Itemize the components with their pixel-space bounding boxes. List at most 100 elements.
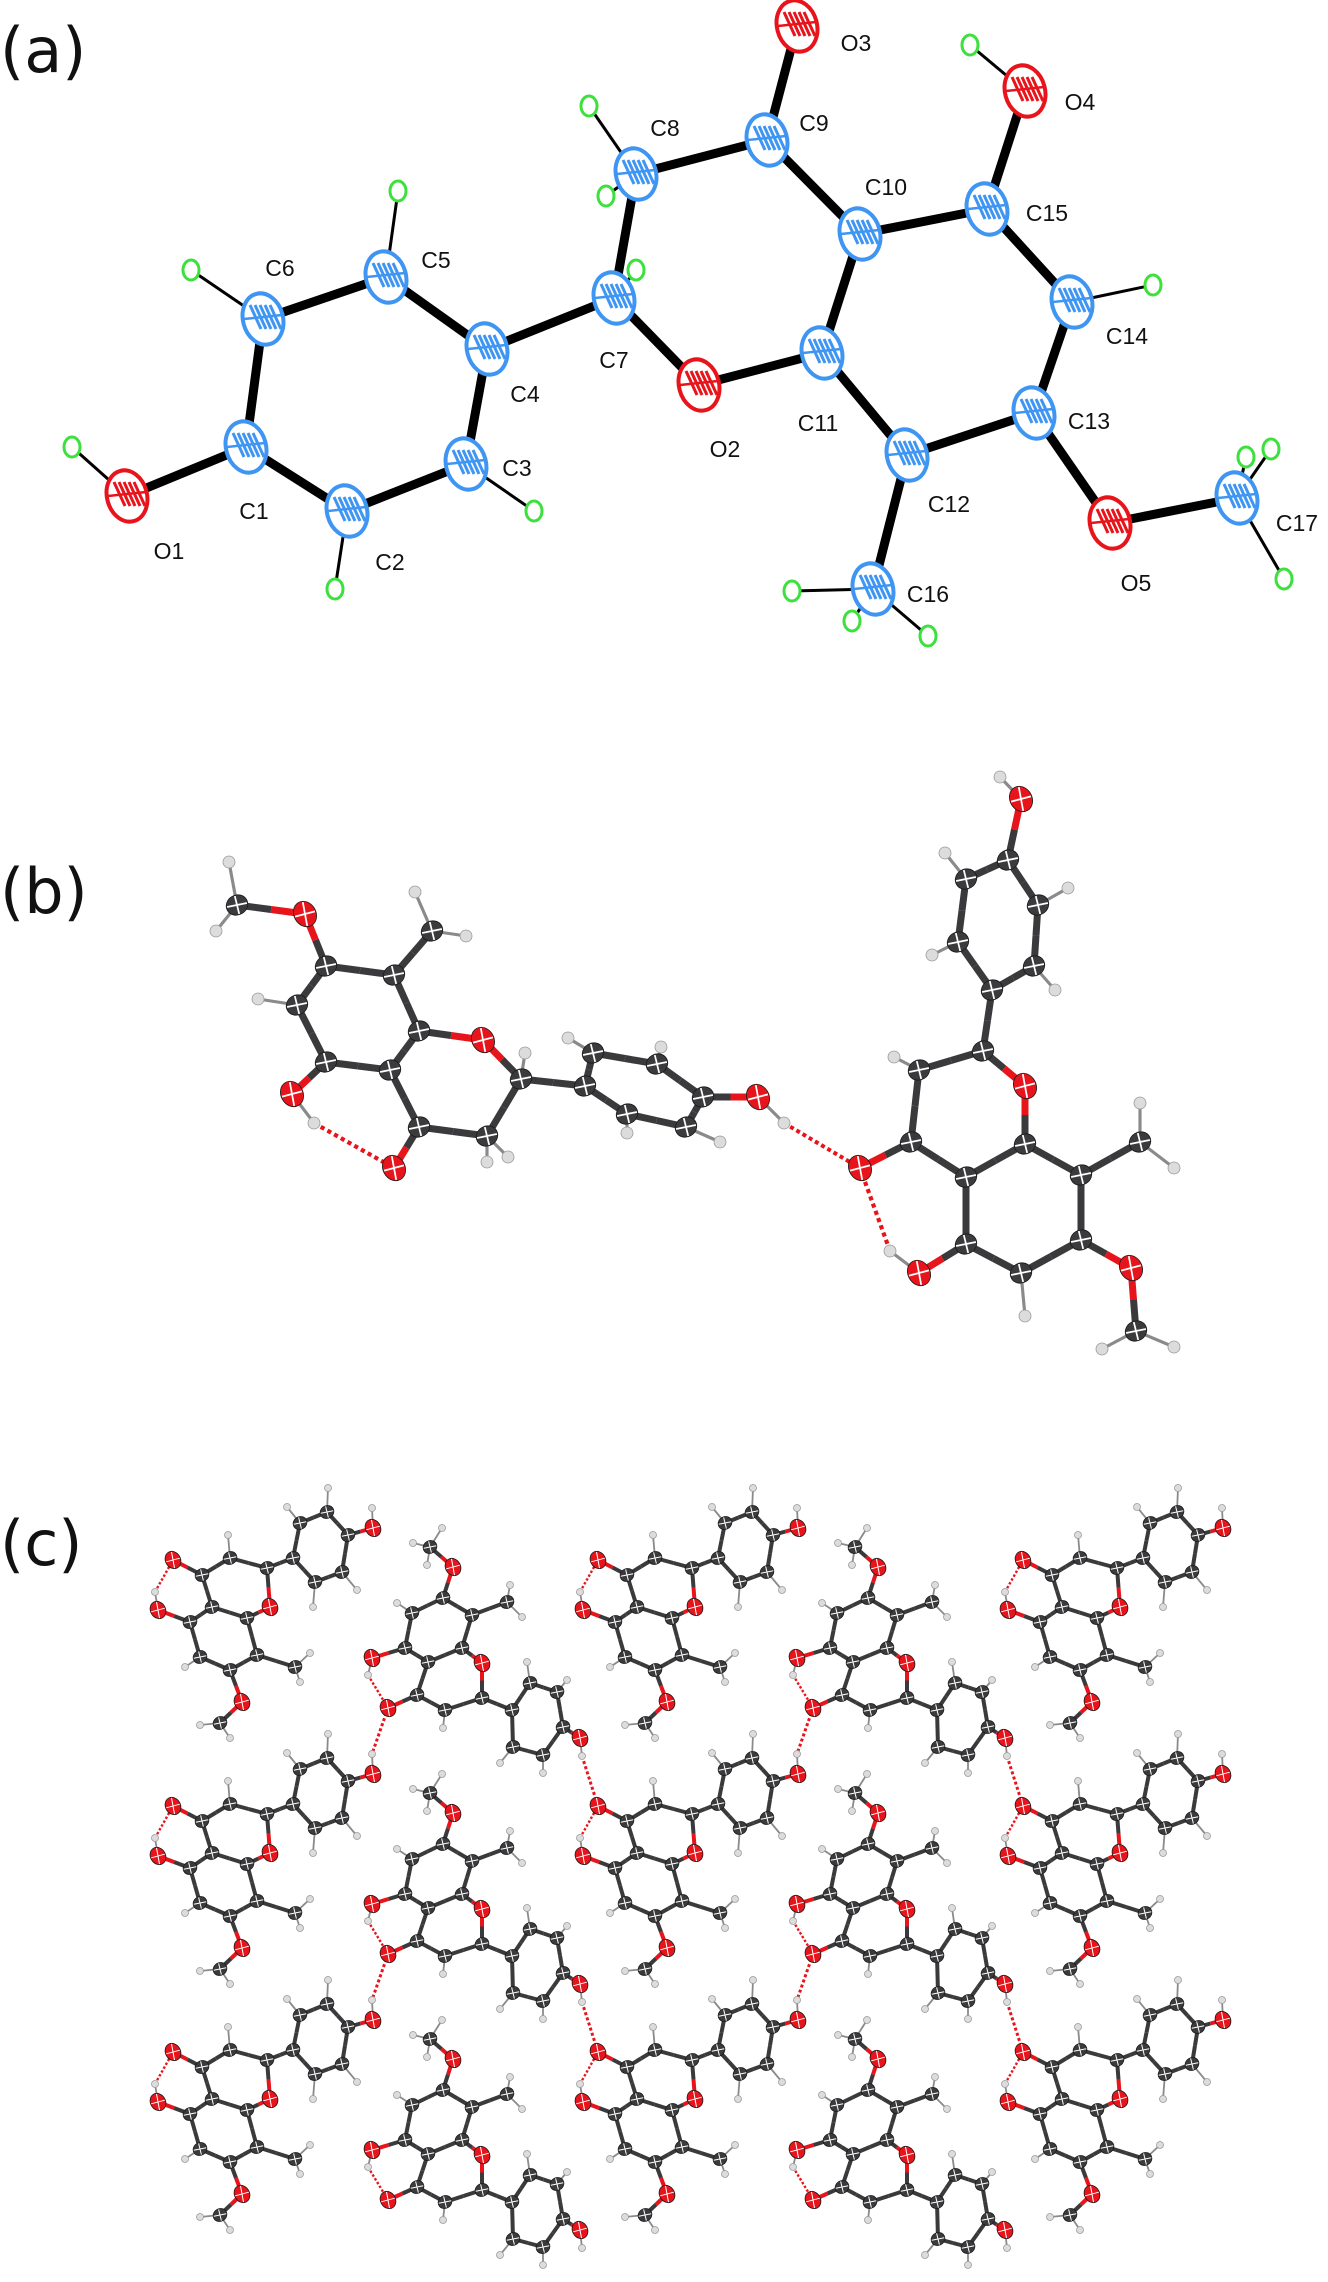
atom-H2 (778, 2078, 786, 2086)
atom-H16a (306, 2141, 314, 2149)
atom-H14 (606, 2155, 614, 2163)
atom-H3 (1159, 1603, 1167, 1611)
atom-C16-ellipsoid (850, 561, 896, 617)
atom-O1 (996, 2220, 1014, 2240)
atom-C6 (974, 1931, 990, 1945)
atom-C7 (474, 2183, 490, 2197)
atom-H6 (324, 1730, 332, 1738)
atom-H16b (296, 1924, 304, 1932)
atom-C1 (340, 1774, 356, 1788)
atom-label-c11: C11 (798, 410, 839, 436)
atom-H17b (409, 1785, 417, 1793)
atom-C3 (732, 1821, 748, 1835)
atom-label-c12: C12 (928, 491, 970, 517)
atom-C14 (404, 1606, 420, 1620)
intramolecular-hydrogen-bond (1003, 2051, 1025, 2085)
atom-C9 (834, 1688, 850, 1702)
intramolecular-hydrogen-bond (1003, 1559, 1025, 1593)
atom-C14 (192, 2142, 208, 2156)
atom-O1 (1214, 1764, 1232, 1784)
atom-C17 (1062, 1962, 1078, 1976)
atom-C6 (645, 1053, 669, 1075)
panel-label-c: (c) (0, 1507, 82, 1580)
atom-O5 (658, 1692, 676, 1712)
atom-O5 (658, 2184, 676, 2204)
atom-C13 (222, 2155, 238, 2169)
atom-C14 (1042, 2142, 1058, 2156)
atom-C17 (637, 2208, 653, 2222)
atom-C4 (285, 1797, 301, 1811)
atom-H6 (749, 1484, 757, 1492)
atom-label-c14: C14 (1106, 323, 1148, 349)
atom-H3 (496, 2005, 504, 2013)
atom-O1 (996, 1728, 1014, 1748)
atom-H17a (196, 1967, 204, 1975)
atom-O1 (996, 1974, 1014, 1994)
atom-H3 (925, 948, 939, 962)
atom-C5 (522, 1922, 538, 1936)
atom-H17b (1167, 1340, 1181, 1354)
atom-C1 (1190, 1528, 1206, 1542)
atom-HO1 (993, 770, 1007, 784)
atom-C1 (980, 2212, 996, 2226)
atom-C17 (637, 1716, 653, 1730)
atom-C8 (862, 1703, 878, 1717)
atom-C4 (710, 1551, 726, 1565)
atom-label-c13: C13 (1068, 408, 1110, 434)
atom-O2 (1013, 1072, 1037, 1100)
atom-C16 (1137, 1660, 1153, 1674)
atom-H17a (196, 1721, 204, 1729)
atom-C7 (684, 2053, 700, 2067)
atom-H17b (226, 1734, 234, 1742)
atom-O3 (382, 1154, 406, 1182)
atom-C9-ellipsoid (744, 112, 790, 168)
atom-C8 (1072, 2043, 1088, 2057)
atom-C11 (1089, 1857, 1105, 1871)
atom-C13 (435, 1591, 451, 1605)
atom-O1 (364, 2010, 382, 2030)
atom-O1 (1214, 2010, 1232, 2030)
atom-C8 (222, 2043, 238, 2057)
atom-H16a (931, 1581, 939, 1589)
atom-C4 (573, 1075, 597, 1097)
atom-C13 (647, 1663, 663, 1677)
atom-O2 (1111, 1597, 1129, 1617)
atom-H16b (518, 2105, 526, 2113)
atom-O3 (164, 1550, 182, 1570)
atom-C5 (522, 2168, 538, 2182)
atom-C11 (454, 1887, 470, 1901)
atom-H5 (283, 1749, 291, 1757)
atom-H5 (1133, 1749, 1141, 1757)
atom-C9 (834, 1934, 850, 1948)
atom-HO1 (793, 1750, 801, 1758)
atom-HO1 (777, 1116, 791, 1130)
atom-H8 (224, 1531, 232, 1539)
atom-H8 (649, 1777, 657, 1785)
atom-H17c (423, 1561, 431, 1569)
atom-label-o5: O5 (1121, 570, 1152, 596)
atom-C15 (607, 1861, 623, 1875)
atom-C9 (409, 1934, 425, 1948)
atom-H17b (1076, 2226, 1084, 2234)
atom-H17a (196, 2213, 204, 2221)
atom-O3 (804, 2190, 822, 2210)
atom-H6 (654, 1040, 668, 1054)
atom-C3 (930, 1740, 946, 1754)
atom-C6 (549, 2177, 565, 2191)
atom-HO4 (883, 1244, 897, 1258)
atom-C7 (259, 1807, 275, 1821)
atom-O5 (293, 900, 317, 928)
atom-C4 (929, 1703, 945, 1717)
atom-H2 (964, 2261, 972, 2269)
atom-C12 (889, 1608, 905, 1622)
atom-C13 (1069, 1229, 1093, 1251)
atom-O1 (789, 2010, 807, 2030)
atom-H8 (439, 1724, 447, 1732)
atom-H17a (621, 2213, 629, 2221)
atom-C13 (1072, 2155, 1088, 2169)
atom-C15 (397, 1641, 413, 1655)
atom-C5 (292, 2008, 308, 2022)
atom-C5 (717, 1762, 733, 1776)
bond-C7-C4 (482, 293, 619, 354)
atom-C10 (420, 1655, 436, 1669)
